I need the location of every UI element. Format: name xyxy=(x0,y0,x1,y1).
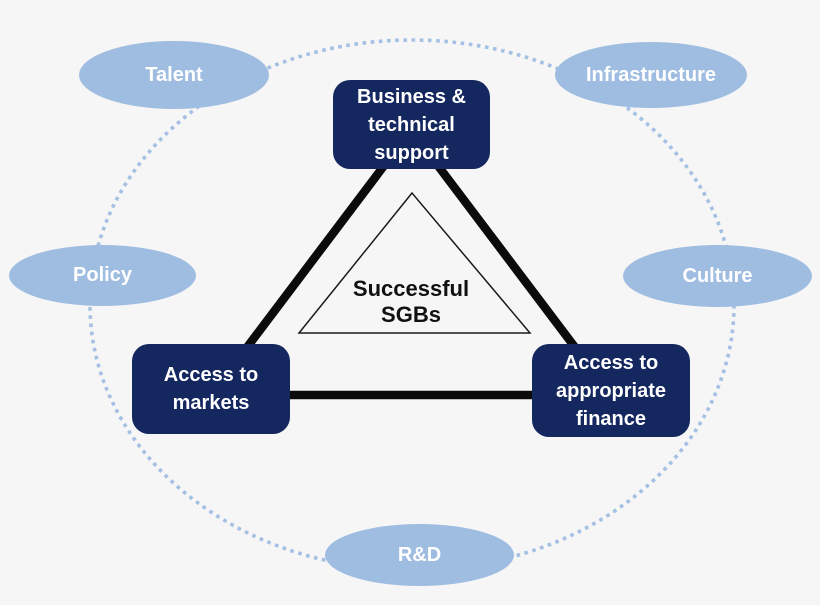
center-label-line: Successful xyxy=(352,276,470,301)
inner-triangle xyxy=(297,191,532,334)
pillar-triangle-edges xyxy=(202,122,620,400)
factor-infrastructure: Infrastructure xyxy=(555,42,747,108)
pillar-label-line: appropriate xyxy=(555,379,667,402)
pillar-label-line: markets xyxy=(172,392,250,414)
factor-talent: Talent xyxy=(79,41,269,109)
pillar-label-line: support xyxy=(374,141,449,164)
pillar-label-line: finance xyxy=(575,407,647,430)
factor-label: Talent xyxy=(145,63,203,86)
factor-label: Infrastructure xyxy=(585,63,717,86)
factor-label: R&D xyxy=(397,543,442,566)
factor-label: Culture xyxy=(682,264,753,287)
pillar-access-to-markets: Access to markets xyxy=(132,344,290,434)
pillar-label-line: Business & xyxy=(357,85,466,108)
factor-label: Policy xyxy=(73,264,132,286)
pillar-label-line: technical xyxy=(368,113,455,136)
center-label: Successful SGBs xyxy=(311,276,511,328)
pillar-access-to-appropriate-finance: Access to appropriate finance xyxy=(532,344,690,437)
pillar-label-line: Access to xyxy=(163,364,259,386)
pillar-business-technical-support: Business & technical support xyxy=(333,80,490,169)
center-label-line: SGBs xyxy=(381,302,441,327)
factor-policy: Policy xyxy=(9,245,196,306)
factor-culture: Culture xyxy=(623,245,812,307)
factor-rd: R&D xyxy=(325,524,514,586)
pillar-label-line: Access to xyxy=(563,351,659,374)
